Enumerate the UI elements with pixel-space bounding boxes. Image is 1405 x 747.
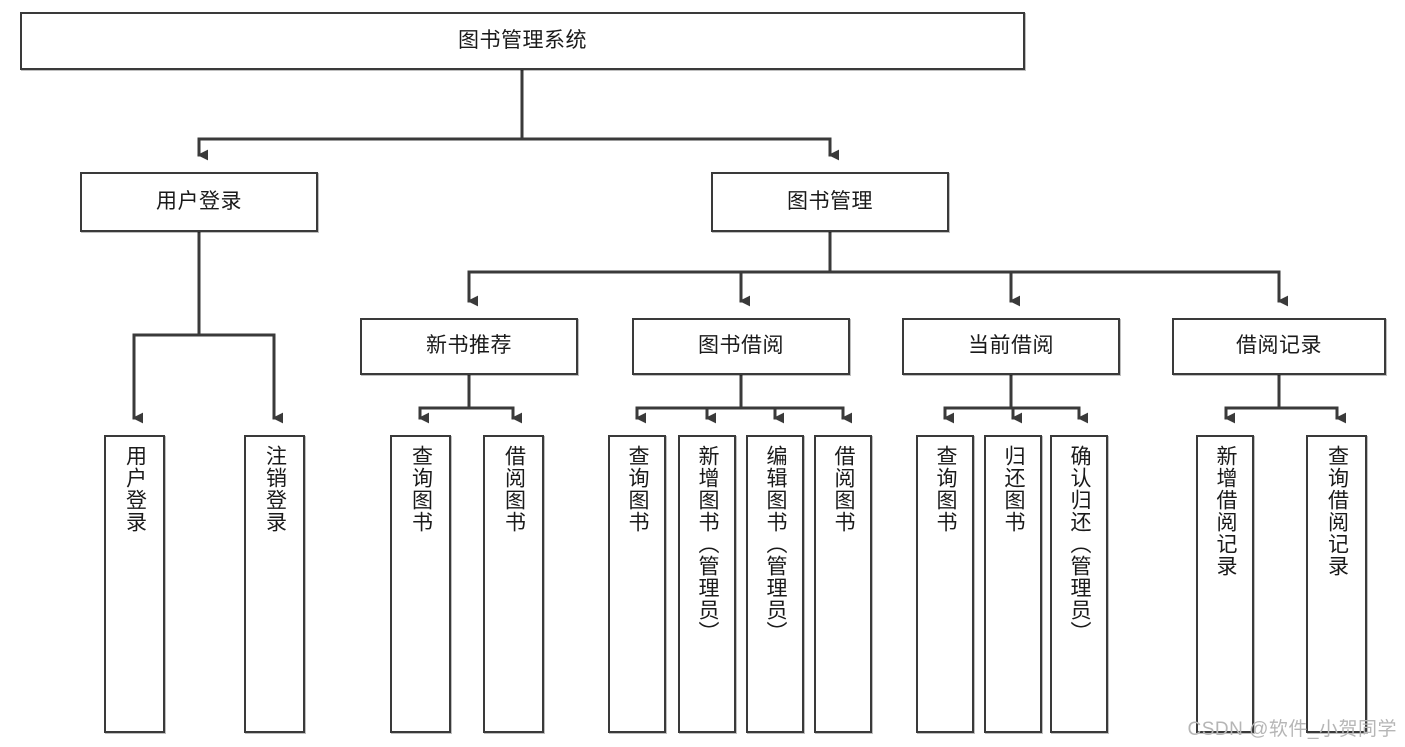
node-leaf-add-book-label: 新增图书（管理员） (696, 445, 720, 643)
node-book-manage-label: 图书管理 (787, 189, 873, 213)
node-user-login-label: 用户登录 (156, 189, 242, 213)
node-book-borrow-label: 图书借阅 (698, 334, 784, 358)
node-leaf-borrow-book-1-label: 借阅图书 (502, 445, 526, 533)
node-leaf-edit-book-label: 编辑图书（管理员） (764, 445, 788, 643)
node-leaf-user-logout[interactable]: 注销登录 (244, 435, 305, 733)
node-leaf-query-book-2-label: 查询图书 (626, 445, 650, 533)
node-leaf-query-record-label: 查询借阅记录 (1325, 445, 1349, 577)
node-new-book-recommend-label: 新书推荐 (426, 334, 512, 358)
node-leaf-borrow-book-1[interactable]: 借阅图书 (483, 435, 544, 733)
node-leaf-add-book[interactable]: 新增图书（管理员） (678, 435, 736, 733)
node-leaf-query-book-3-label: 查询图书 (934, 445, 958, 533)
node-leaf-query-record[interactable]: 查询借阅记录 (1306, 435, 1367, 733)
node-leaf-return-book[interactable]: 归还图书 (984, 435, 1042, 733)
node-leaf-confirm-return-label: 确认归还（管理员） (1068, 445, 1092, 643)
watermark: CSDN @软件_小贺同学 (1187, 719, 1397, 740)
node-leaf-user-login-label: 用户登录 (123, 445, 147, 533)
node-leaf-user-logout-label: 注销登录 (263, 445, 287, 533)
node-current-borrow-label: 当前借阅 (968, 334, 1054, 358)
node-user-login[interactable]: 用户登录 (80, 172, 318, 232)
node-book-manage[interactable]: 图书管理 (711, 172, 949, 232)
node-leaf-borrow-book-2-label: 借阅图书 (832, 445, 856, 533)
node-book-borrow[interactable]: 图书借阅 (632, 318, 850, 375)
node-leaf-confirm-return[interactable]: 确认归还（管理员） (1050, 435, 1108, 733)
node-leaf-add-record-label: 新增借阅记录 (1214, 445, 1238, 577)
node-current-borrow[interactable]: 当前借阅 (902, 318, 1120, 375)
node-leaf-user-login[interactable]: 用户登录 (104, 435, 165, 733)
node-leaf-borrow-book-2[interactable]: 借阅图书 (814, 435, 872, 733)
node-borrow-record-label: 借阅记录 (1236, 334, 1322, 358)
node-root[interactable]: 图书管理系统 (20, 12, 1025, 70)
node-leaf-query-book-3[interactable]: 查询图书 (916, 435, 974, 733)
node-leaf-query-book-1[interactable]: 查询图书 (390, 435, 451, 733)
node-leaf-query-book-2[interactable]: 查询图书 (608, 435, 666, 733)
node-new-book-recommend[interactable]: 新书推荐 (360, 318, 578, 375)
node-leaf-return-book-label: 归还图书 (1002, 445, 1026, 533)
node-leaf-query-book-1-label: 查询图书 (409, 445, 433, 533)
node-root-label: 图书管理系统 (458, 28, 587, 52)
node-leaf-edit-book[interactable]: 编辑图书（管理员） (746, 435, 804, 733)
node-borrow-record[interactable]: 借阅记录 (1172, 318, 1386, 375)
node-leaf-add-record[interactable]: 新增借阅记录 (1196, 435, 1254, 733)
